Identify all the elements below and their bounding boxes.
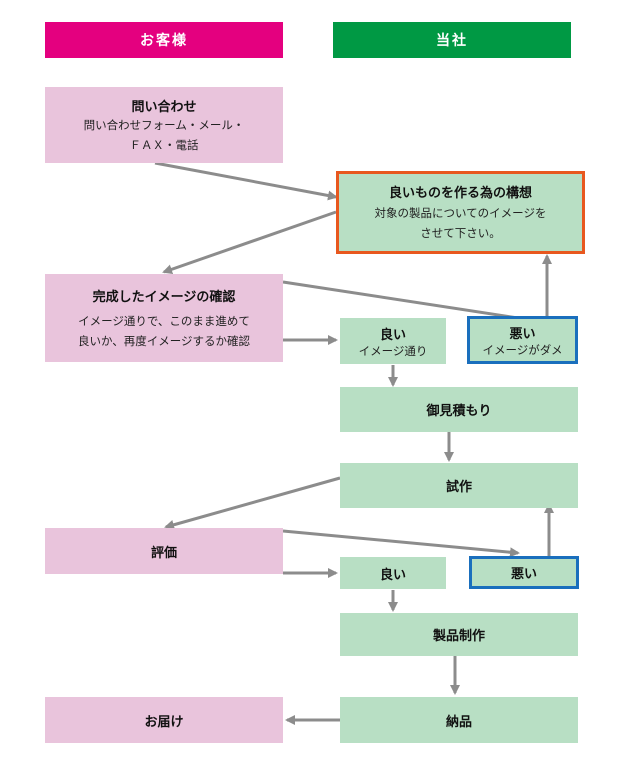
production-title: 製品制作 bbox=[432, 629, 485, 644]
bad1-line: イメージがダメ bbox=[482, 342, 563, 357]
estimate-title: 御見積もり bbox=[426, 404, 492, 419]
concept-line-2: させて下さい。 bbox=[420, 226, 501, 240]
delivery-company-title: 納品 bbox=[445, 714, 472, 730]
trial-box: 試作 bbox=[340, 463, 578, 508]
delivery-company-box: 納品 bbox=[340, 697, 578, 743]
arrow-evaluation-to-bad2 bbox=[282, 529, 520, 558]
estimate-box: 御見積もり bbox=[340, 387, 578, 432]
bad2-title: 悪い bbox=[510, 567, 537, 582]
delivery-customer-title: お届け bbox=[144, 714, 184, 730]
confirm-line-1: イメージ通りで、このまま進めて bbox=[78, 313, 250, 328]
confirm-title: 完成したイメージの確認 bbox=[92, 289, 236, 305]
arrow-trial-to-evaluation bbox=[164, 476, 341, 530]
evaluation-box: 評価 bbox=[45, 528, 283, 574]
production-box: 製品制作 bbox=[340, 613, 578, 656]
arrow-confirm-to-bad1 bbox=[282, 280, 519, 320]
delivery-customer-box: お届け bbox=[45, 697, 283, 743]
confirm-box: 完成したイメージの確認 イメージ通りで、このまま進めて 良いか、再度イメージする… bbox=[45, 274, 283, 362]
good1-title: 良い bbox=[379, 327, 406, 343]
customer-header-label: お客様 bbox=[140, 33, 188, 49]
good2-title: 良い bbox=[379, 567, 406, 583]
company-column-header: 当社 bbox=[333, 22, 571, 58]
inquiry-line-1: 問い合わせフォーム・メール・ bbox=[83, 117, 245, 132]
inquiry-box: 問い合わせ 問い合わせフォーム・メール・ ＦＡＸ・電話 bbox=[45, 87, 283, 163]
bad1-box: 悪い イメージがダメ bbox=[467, 316, 578, 364]
evaluation-title: 評価 bbox=[150, 545, 177, 561]
good1-box: 良い イメージ通り bbox=[340, 318, 446, 364]
inquiry-line-2: ＦＡＸ・電話 bbox=[129, 137, 199, 152]
arrow-concept-to-confirm bbox=[162, 210, 337, 275]
arrow-inquiry-to-concept bbox=[154, 161, 338, 201]
bad1-title: 悪い bbox=[509, 326, 536, 342]
confirm-line-2: 良いか、再度イメージするか確認 bbox=[77, 333, 251, 348]
inquiry-title: 問い合わせ bbox=[131, 99, 197, 115]
concept-line-1: 対象の製品についてのイメージを bbox=[374, 206, 547, 220]
concept-box: 良いものを作る為の構想 対象の製品についてのイメージを させて下さい。 bbox=[336, 171, 585, 254]
good2-box: 良い bbox=[340, 557, 446, 589]
company-header-label: 当社 bbox=[436, 33, 468, 49]
good1-line: イメージ通り bbox=[358, 343, 428, 358]
concept-title: 良いものを作る為の構想 bbox=[388, 186, 532, 201]
bad2-box: 悪い bbox=[469, 556, 579, 589]
customer-column-header: お客様 bbox=[45, 22, 283, 58]
trial-title: 試作 bbox=[445, 480, 472, 495]
